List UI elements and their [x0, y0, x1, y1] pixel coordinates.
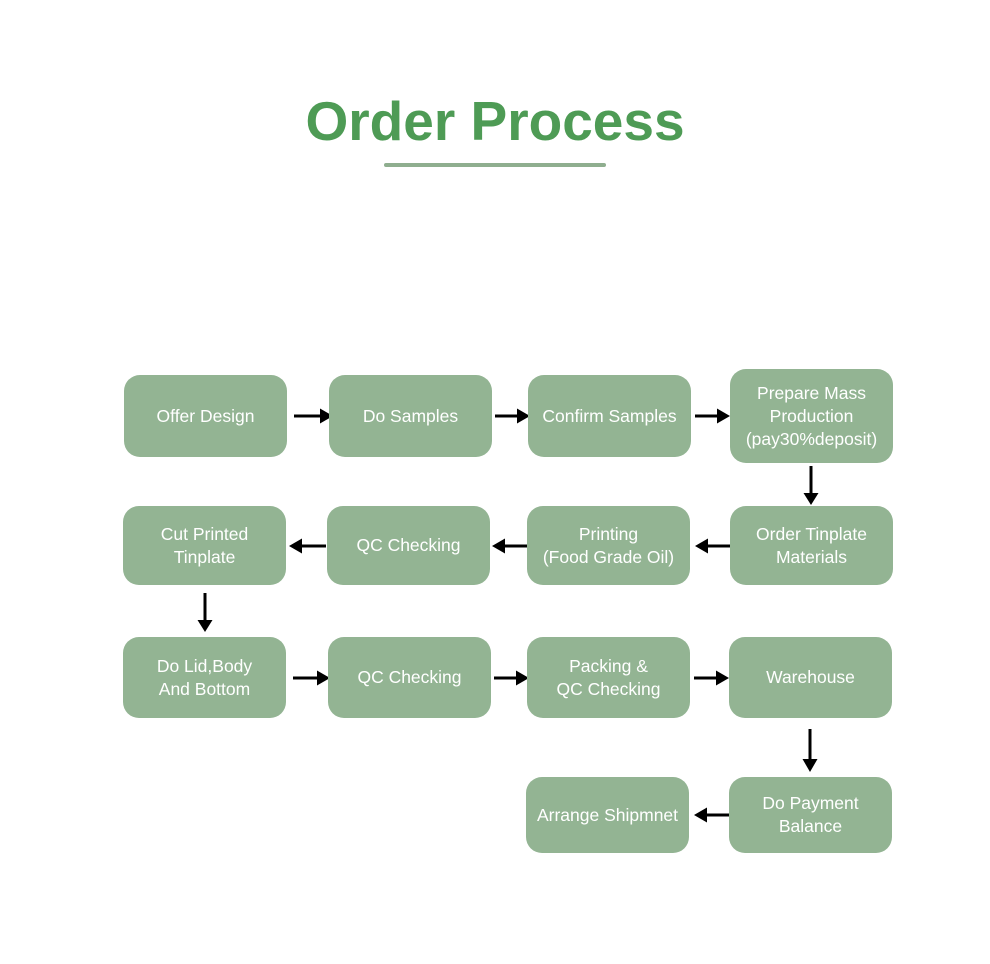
- process-node-label: Prepare Mass Production (pay30%deposit): [745, 382, 878, 449]
- process-node-label: Warehouse: [766, 667, 855, 687]
- process-node-label: Arrange Shipmnet: [536, 804, 679, 825]
- page-title: Order Process: [305, 90, 685, 152]
- process-node-order-tinplate-materials[interactable]: Order Tinplate Materials: [730, 506, 893, 585]
- process-node-label: QC Checking: [357, 667, 462, 687]
- process-node-label: Offer Design: [156, 405, 255, 426]
- process-node-cut-printed-tinplate[interactable]: Cut Printed Tinplate: [123, 506, 286, 585]
- process-node-label: Confirm Samples: [542, 405, 677, 426]
- arrow-left-printing-to-qc-checking-row2: [491, 534, 527, 558]
- process-node-label: Do Samples: [362, 405, 459, 426]
- process-node-do-lid-body-and-bottom[interactable]: Do Lid,Body And Bottom: [123, 637, 286, 718]
- process-node-label: Order Tinplate Materials: [756, 523, 867, 567]
- process-node-label: QC Checking: [356, 535, 461, 555]
- arrow-left-do-payment-balance-to-arrange-shipmnet: [693, 803, 729, 827]
- process-node-confirm-samples[interactable]: Confirm Samples: [528, 375, 691, 457]
- arrow-down-cut-printed-tinplate-to-do-lid-body: [193, 593, 217, 633]
- page-title-block: Order Process: [0, 92, 990, 167]
- process-node-label: Cut Printed Tinplate: [160, 523, 249, 567]
- process-node-packing-qc-checking[interactable]: Packing & QC Checking: [527, 637, 690, 718]
- arrow-right-do-samples-to-confirm-samples: [495, 404, 531, 428]
- process-node-warehouse[interactable]: Warehouse: [729, 637, 892, 718]
- title-underline-rule: [384, 163, 606, 167]
- process-node-qc-checking-row3[interactable]: QC Checking: [328, 637, 491, 718]
- arrow-right-confirm-samples-to-prepare-mass-production: [695, 404, 731, 428]
- process-node-offer-design[interactable]: Offer Design: [124, 375, 287, 457]
- process-node-do-payment-balance[interactable]: Do Payment Balance: [729, 777, 892, 853]
- arrow-down-prepare-mass-production-to-order-tinplate: [799, 466, 823, 506]
- arrow-left-qc-checking-to-cut-printed-tinplate: [288, 534, 326, 558]
- arrow-right-offer-design-to-do-samples: [294, 404, 334, 428]
- process-node-arrange-shipmnet[interactable]: Arrange Shipmnet: [526, 777, 689, 853]
- process-node-label: Packing & QC Checking: [556, 655, 661, 699]
- arrow-left-order-tinplate-to-printing: [694, 534, 730, 558]
- arrow-right-qc-checking-to-packing: [494, 666, 530, 690]
- arrow-right-do-lid-body-to-qc-checking-row3: [293, 666, 331, 690]
- process-node-prepare-mass-production[interactable]: Prepare Mass Production (pay30%deposit): [730, 369, 893, 463]
- process-node-label: Do Payment Balance: [762, 793, 859, 836]
- arrow-right-packing-to-warehouse: [694, 666, 730, 690]
- process-node-qc-checking-row2[interactable]: QC Checking: [327, 506, 490, 585]
- process-node-label: Do Lid,Body And Bottom: [156, 655, 253, 699]
- process-node-printing-food-grade-oil[interactable]: Printing (Food Grade Oil): [527, 506, 690, 585]
- process-node-do-samples[interactable]: Do Samples: [329, 375, 492, 457]
- process-node-label: Printing (Food Grade Oil): [542, 523, 675, 567]
- arrow-down-warehouse-to-do-payment-balance: [798, 729, 822, 773]
